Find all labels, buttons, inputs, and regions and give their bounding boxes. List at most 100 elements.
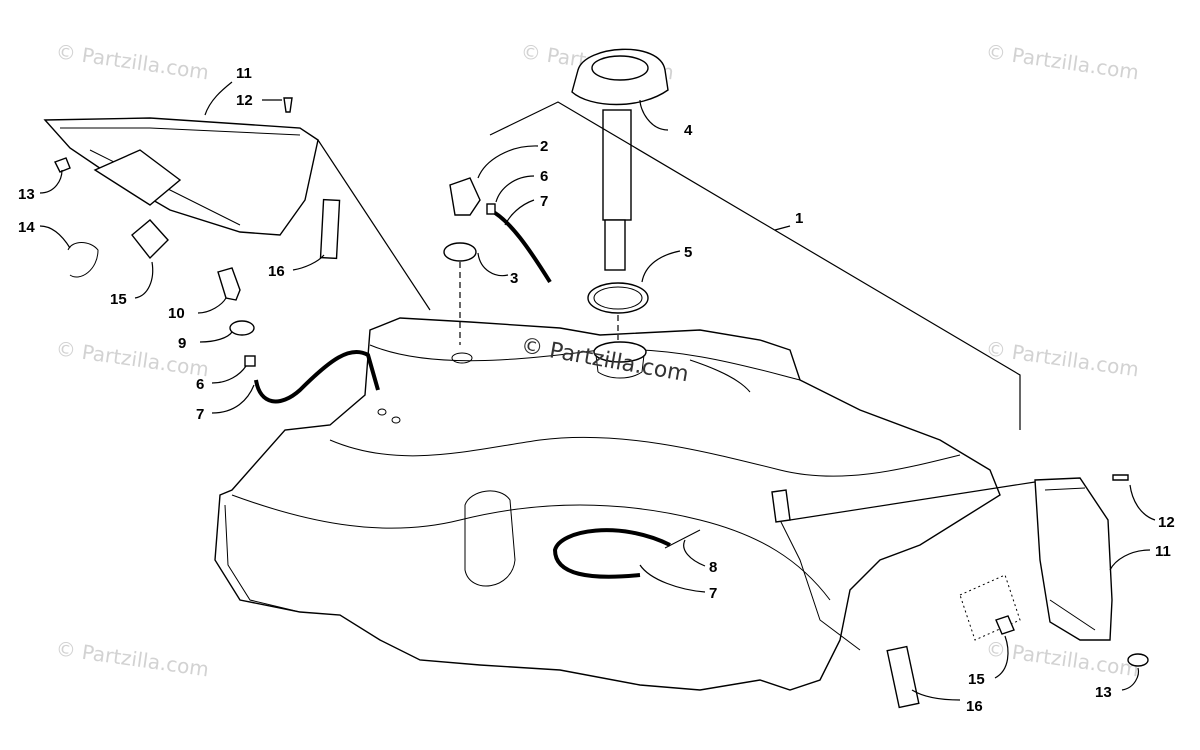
leader-1 [774,225,791,231]
callout-6a: 6 [540,168,548,185]
drain-hose-assembly [552,528,701,579]
tank-rollover-port [451,352,473,364]
leader-13b [1121,667,1140,691]
sender-float [604,219,626,271]
leader-7c [639,564,706,593]
tank-sight-groove [689,359,751,393]
vent-grommet [229,320,255,336]
left-foam-strip [319,198,341,260]
right-push-rivet [1127,653,1149,667]
left-cable-tie [67,242,99,278]
callout-11a: 11 [236,65,252,82]
right-side-panel [1034,477,1113,641]
leader-lines [39,81,1156,701]
leader-15b [994,635,1009,679]
vent-hose-assembly [217,267,380,404]
filler-neck-threads [595,354,645,379]
leader-2 [477,145,539,179]
leader-12b [1129,484,1156,521]
leader-7a [504,199,535,226]
watermark-bottom-left: © Partzilla.com [54,636,210,681]
leader-8 [683,539,706,567]
left-side-panel [43,117,319,236]
leader-11a [204,81,233,116]
vent-elbow [217,267,241,301]
right-speed-nut-panel [959,574,1021,641]
o-ring-inner [593,286,643,310]
vent-clamp [244,355,256,367]
valve-grommet [443,242,477,262]
o-ring [587,282,649,314]
watermark-top-left: © Partzilla.com [54,39,210,84]
fuel-sender-assembly [571,48,669,314]
right-foam-strip [886,645,920,709]
callout-8: 8 [709,559,717,576]
callout-13a: 13 [18,186,35,203]
tank-left-recess [464,490,516,587]
tank-outline [214,317,1001,691]
tank-bottom-edge [224,504,301,613]
drain-hose [552,528,671,579]
right-panel-inner [1044,487,1096,631]
tank-vent-port-b [391,416,401,424]
callout-7b: 7 [196,406,204,423]
leader-3 [477,252,509,277]
sender-tube [602,109,632,221]
callout-12b: 12 [1158,514,1175,531]
leader-6b [211,365,247,384]
callout-16a: 16 [268,263,285,280]
callout-15b: 15 [968,671,985,688]
leader-13a [39,169,63,194]
left-speed-nut [131,219,169,260]
tank-side-bracket [771,489,791,523]
group-bracket-1 [489,101,1021,430]
fuel-tank [214,317,1001,691]
callout-7a: 7 [540,193,548,210]
callout-9: 9 [178,335,186,352]
tank-ridge-mid [329,436,961,477]
callout-5: 5 [684,244,692,261]
right-side-panel-assembly [886,474,1149,709]
callout-numbers: 1 2 3 4 5 6 7 8 7 9 10 6 7 11 12 13 14 1… [18,65,1175,715]
leader-16b [911,689,961,701]
valve-hose [489,208,552,284]
hose-clamp [486,203,496,215]
callout-14: 14 [18,219,35,236]
callout-10: 10 [168,305,185,322]
callout-6b: 6 [196,376,204,393]
leader-4 [639,99,669,131]
callout-1: 1 [795,210,803,227]
leader-10 [197,297,227,314]
callout-12a: 12 [236,92,253,109]
watermark-mid-left: © Partzilla.com [54,336,210,381]
left-screw [283,97,293,113]
callout-7c: 7 [709,585,717,602]
leader-11b [1109,549,1151,571]
left-panel-bracket [93,149,182,206]
right-screw [1112,474,1129,481]
left-push-rivet [54,157,71,173]
fuel-cap-top [591,55,649,81]
leader-5 [641,250,681,283]
tank-lower-lip [231,494,831,601]
shroud-left-to-tank [317,139,431,311]
watermark-top-right: © Partzilla.com [984,39,1140,84]
callout-2: 2 [540,138,548,155]
callout-15a: 15 [110,291,127,308]
drain-fitting [664,529,701,549]
vent-hose [254,349,380,404]
tank-vent-port-a [377,408,387,416]
tank-right-flange [779,519,861,651]
leader-16a [292,254,325,271]
leader-14 [39,225,71,249]
filler-neck [593,341,647,363]
rollover-valve [449,177,481,216]
right-speed-nut [995,615,1015,635]
leader-7b [211,384,255,414]
callout-16b: 16 [966,698,983,715]
left-side-panel-assembly [43,97,341,278]
leader-15a [134,261,154,299]
shroud-right-to-tank [789,481,1036,521]
callout-11b: 11 [1155,543,1171,560]
